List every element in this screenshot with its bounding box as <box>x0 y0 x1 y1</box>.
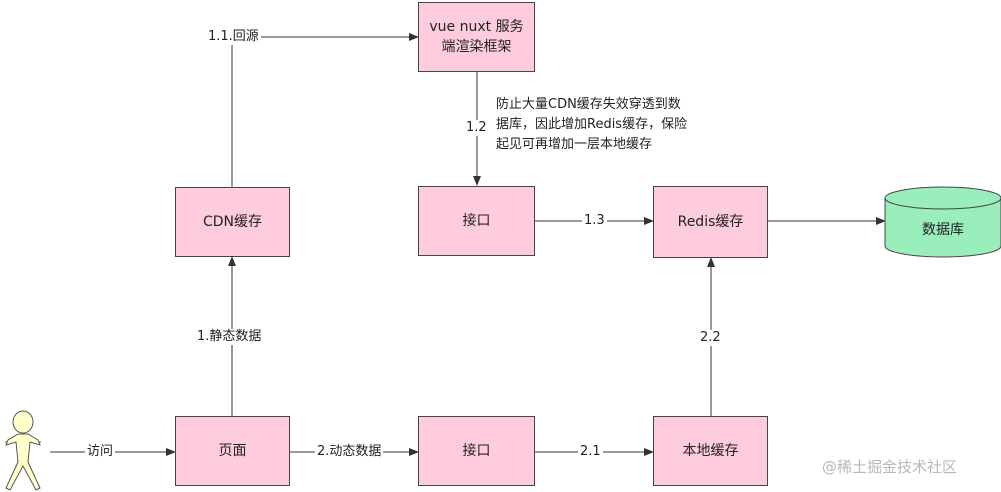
watermark: @稀土掘金技术社区 <box>822 458 958 476</box>
api-bottom-box: 接口 <box>418 416 535 486</box>
edge-label-visit: 访问 <box>85 444 116 460</box>
cylinder-database-icon <box>884 186 1001 258</box>
vue-nuxt-box: vue nuxt 服务 端渲染框架 <box>418 2 535 72</box>
local-cache-label: 本地缓存 <box>682 443 739 459</box>
edge-label-1-static: 1.静态数据 <box>195 329 264 345</box>
local-cache-box: 本地缓存 <box>653 416 768 486</box>
vue-nuxt-label: vue nuxt 服务 端渲染框架 <box>429 19 524 55</box>
cdn-cache-box: CDN缓存 <box>175 187 290 257</box>
edge-label-1-2: 1.2 <box>464 120 489 136</box>
api-top-label: 接口 <box>462 213 491 229</box>
redis-cache-label: Redis缓存 <box>677 214 744 230</box>
cdn-cache-label: CDN缓存 <box>202 214 263 230</box>
edge-label-1-3: 1.3 <box>582 213 607 229</box>
page-box: 页面 <box>175 416 290 486</box>
redis-cache-box: Redis缓存 <box>653 186 768 258</box>
edge-label-2-dynamic: 2.动态数据 <box>315 444 384 460</box>
annotation-note: 防止大量CDN缓存失效穿透到数 据库，因此增加Redis缓存，保险 起见可再增加… <box>496 97 688 152</box>
database-label: 数据库 <box>922 222 964 238</box>
stick-figure-user-icon <box>5 410 41 491</box>
edge-label-2-1: 2.1 <box>578 444 603 460</box>
edge-label-1-1: 1.1.回源 <box>206 29 261 45</box>
edge-label-2-2: 2.2 <box>698 330 723 346</box>
api-bottom-label: 接口 <box>462 443 491 459</box>
edge-1-1 <box>231 33 419 187</box>
api-top-box: 接口 <box>418 186 535 256</box>
page-label: 页面 <box>218 443 247 459</box>
